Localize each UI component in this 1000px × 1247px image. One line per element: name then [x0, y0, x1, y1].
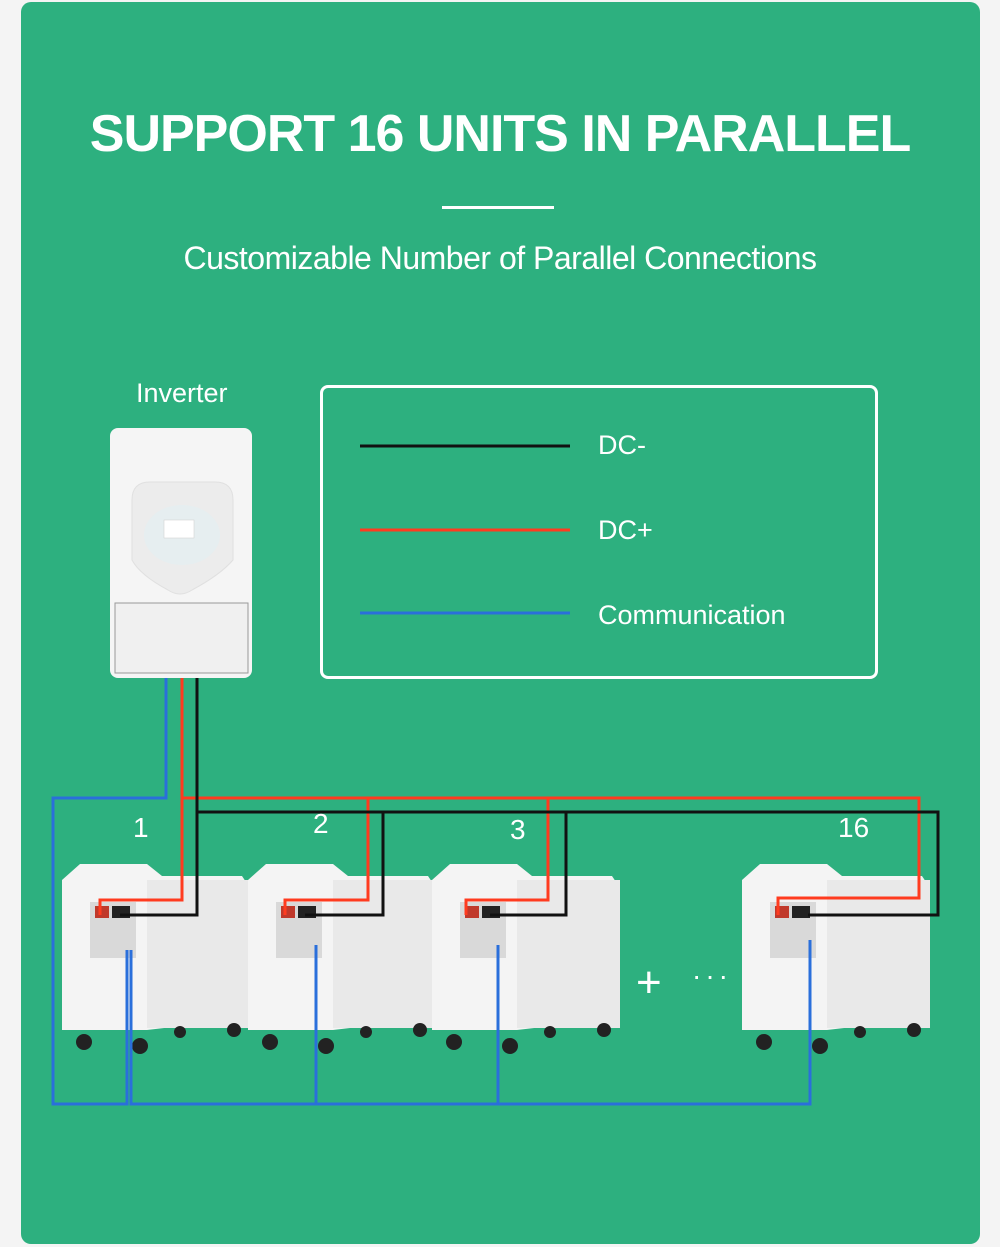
legend-label-dc-negative: DC- [598, 430, 646, 460]
inverter-label: Inverter [136, 378, 228, 408]
battery-unit-3-icon [432, 864, 620, 1054]
legend-box [320, 385, 878, 679]
legend-label-dc-positive: DC+ [598, 515, 653, 545]
battery-unit-16-icon [742, 864, 930, 1054]
title-divider [442, 206, 554, 209]
dc-negative-wiring [120, 678, 940, 917]
dc-positive-wiring [98, 678, 921, 915]
page-subtitle: Customizable Number of Parallel Connecti… [183, 240, 817, 276]
communication-wiring [51, 678, 812, 1106]
unit-number-2: 2 [313, 808, 329, 839]
battery-unit-1-icon [62, 864, 250, 1054]
page-title: SUPPORT 16 UNITS IN PARALLEL [89, 105, 911, 163]
inverter-icon [110, 428, 252, 678]
legend-label-communication: Communication [598, 600, 786, 630]
battery-unit-2-icon [248, 864, 436, 1054]
plus-sign: + [636, 958, 662, 1007]
ellipsis: ··· [692, 960, 732, 991]
unit-number-1: 1 [133, 812, 149, 843]
unit-number-3: 3 [510, 814, 526, 845]
unit-number-16: 16 [838, 812, 870, 843]
